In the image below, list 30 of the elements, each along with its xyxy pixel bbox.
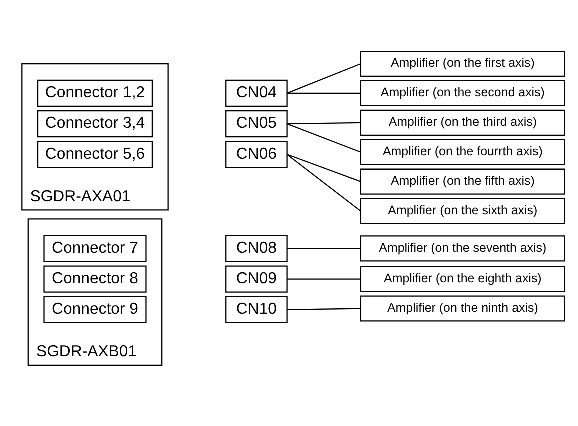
node-box: Connector 5,6 <box>37 141 154 168</box>
node-box: Amplifier (on the eighth axis) <box>360 266 566 292</box>
connector <box>287 248 361 250</box>
connector <box>287 122 361 125</box>
node-box: Amplifier (on the fifth axis) <box>360 168 566 195</box>
connector <box>287 92 361 94</box>
node-box: Amplifier (on the second axis) <box>360 80 566 106</box>
node-box: Amplifier (on the fourrth axis) <box>360 139 566 166</box>
node-box: Connector 7 <box>44 235 147 262</box>
connector <box>286 154 362 212</box>
node-box: Amplifier (on the ninth axis) <box>360 296 566 322</box>
connector <box>287 154 362 182</box>
connector <box>287 63 362 94</box>
node-box: Connector 8 <box>44 266 147 293</box>
node-box: Amplifier (on the first axis) <box>360 50 566 78</box>
node-box: CN08 <box>226 235 288 262</box>
node-box: Connector 3,4 <box>37 110 154 138</box>
node-box: CN05 <box>226 110 288 138</box>
node-box: Connector 9 <box>44 296 147 324</box>
node-box: Connector 1,2 <box>37 80 154 108</box>
node-box: CN06 <box>226 141 288 168</box>
connector <box>287 278 361 280</box>
node-box: CN10 <box>226 296 288 324</box>
node-box: CN09 <box>226 266 288 293</box>
node-box: Amplifier (on the sixth axis) <box>360 198 566 224</box>
connector <box>287 308 361 310</box>
node-box: CN04 <box>226 80 288 108</box>
connector <box>287 124 362 153</box>
node-box: Amplifier (on the third axis) <box>360 110 566 136</box>
node-box: Amplifier (on the seventh axis) <box>360 236 566 262</box>
